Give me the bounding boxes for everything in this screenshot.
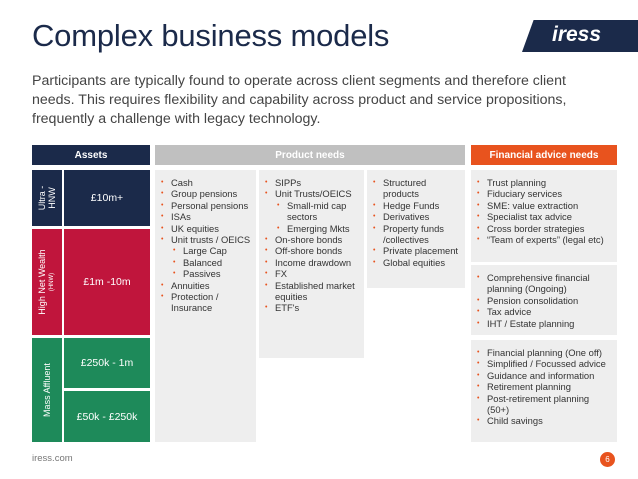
- list-item: Private placement: [373, 245, 460, 257]
- segment-label-hnw: High Net Wealth (HNW): [32, 229, 62, 335]
- list-item: Protection / Insurance: [161, 291, 251, 314]
- list-item: Child savings: [477, 415, 612, 427]
- product-column-mid: SIPPsUnit Trusts/OEICSSmall-mid cap sect…: [259, 170, 364, 358]
- list-item: Specialist tax advice: [477, 211, 612, 223]
- list-item: Group pensions: [161, 188, 251, 200]
- page-number: 6: [600, 452, 615, 467]
- list-item: Pension consolidation: [477, 295, 612, 307]
- list-item: Global equities: [373, 257, 460, 269]
- product-column-advanced: Structured productsHedge FundsDerivative…: [367, 170, 465, 288]
- list-item: Cross border strategies: [477, 223, 612, 235]
- logo-text: iress: [552, 23, 602, 46]
- list-item: SIPPs: [265, 177, 359, 189]
- list-item: Financial planning (One off): [477, 347, 612, 359]
- list-item: Unit Trusts/OEICS: [265, 188, 359, 200]
- list-item: Established market equities: [265, 280, 359, 303]
- list-item: Income drawdown: [265, 257, 359, 269]
- list-item: SME: value extraction: [477, 200, 612, 212]
- list-item: Large Cap: [161, 245, 251, 257]
- segment-label-uhnw-line2: HNW: [47, 187, 57, 209]
- list-item: Trust planning: [477, 177, 612, 189]
- list-item: IHT / Estate planning: [477, 318, 612, 330]
- list-item: Hedge Funds: [373, 200, 460, 212]
- assets-header: Assets: [32, 145, 150, 165]
- segment-label-uhnw-line1: Ultra -: [37, 185, 47, 211]
- footer-url: iress.com: [32, 453, 73, 464]
- list-item: Personal pensions: [161, 200, 251, 212]
- segment-label-hnw-sub: (HNW): [49, 272, 55, 292]
- list-item: ISAs: [161, 211, 251, 223]
- product-column-core: CashGroup pensionsPersonal pensionsISAsU…: [155, 170, 256, 442]
- asset-band-mass-1: £250k - 1m: [64, 338, 150, 388]
- list-item: Simplified / Focussed advice: [477, 358, 612, 370]
- list-item: On-shore bonds: [265, 234, 359, 246]
- segment-label-mass-text: Mass Affluent: [42, 363, 52, 417]
- list-item: FX: [265, 268, 359, 280]
- asset-band-hnw: £1m -10m: [64, 229, 150, 335]
- list-item: Retirement planning: [477, 381, 612, 393]
- product-needs-header: Product needs: [155, 145, 465, 165]
- list-item: ETF's: [265, 302, 359, 314]
- slide-title: Complex business models: [32, 18, 390, 53]
- list-item: Tax advice: [477, 306, 612, 318]
- intro-paragraph: Participants are typically found to oper…: [32, 73, 567, 127]
- list-item: Small-mid cap sectors: [265, 200, 359, 223]
- list-item: Property funds /collectives: [373, 223, 460, 246]
- segment-label-hnw-text: High Net Wealth: [37, 249, 47, 315]
- advice-box-uhnw: Trust planningFiduciary servicesSME: val…: [471, 170, 617, 262]
- list-item: Guidance and information: [477, 370, 612, 382]
- asset-band-mass-2: £50k - £250k: [64, 391, 150, 442]
- list-item: Structured products: [373, 177, 460, 200]
- list-item: Annuities: [161, 280, 251, 292]
- list-item: Balanced: [161, 257, 251, 269]
- list-item: Derivatives: [373, 211, 460, 223]
- segment-label-uhnw: Ultra - HNW: [32, 170, 62, 226]
- iress-logo: iress: [522, 20, 638, 52]
- advice-box-mass: Financial planning (One off)Simplified /…: [471, 340, 617, 442]
- segment-label-mass: Mass Affluent: [32, 338, 62, 442]
- list-item: Unit trusts / OEICS: [161, 234, 251, 246]
- advice-box-hnw: Comprehensive financial planning (Ongoin…: [471, 265, 617, 335]
- list-item: Passives: [161, 268, 251, 280]
- list-item: Comprehensive financial planning (Ongoin…: [477, 272, 612, 295]
- advice-needs-header: Financial advice needs: [471, 145, 617, 165]
- asset-band-uhnw: £10m+: [64, 170, 150, 226]
- list-item: “Team of experts” (legal etc): [477, 234, 612, 246]
- list-item: Off-shore bonds: [265, 245, 359, 257]
- list-item: Cash: [161, 177, 251, 189]
- list-item: Emerging Mkts: [265, 223, 359, 235]
- list-item: UK equities: [161, 223, 251, 235]
- list-item: Fiduciary services: [477, 188, 612, 200]
- list-item: Post-retirement planning (50+): [477, 393, 612, 416]
